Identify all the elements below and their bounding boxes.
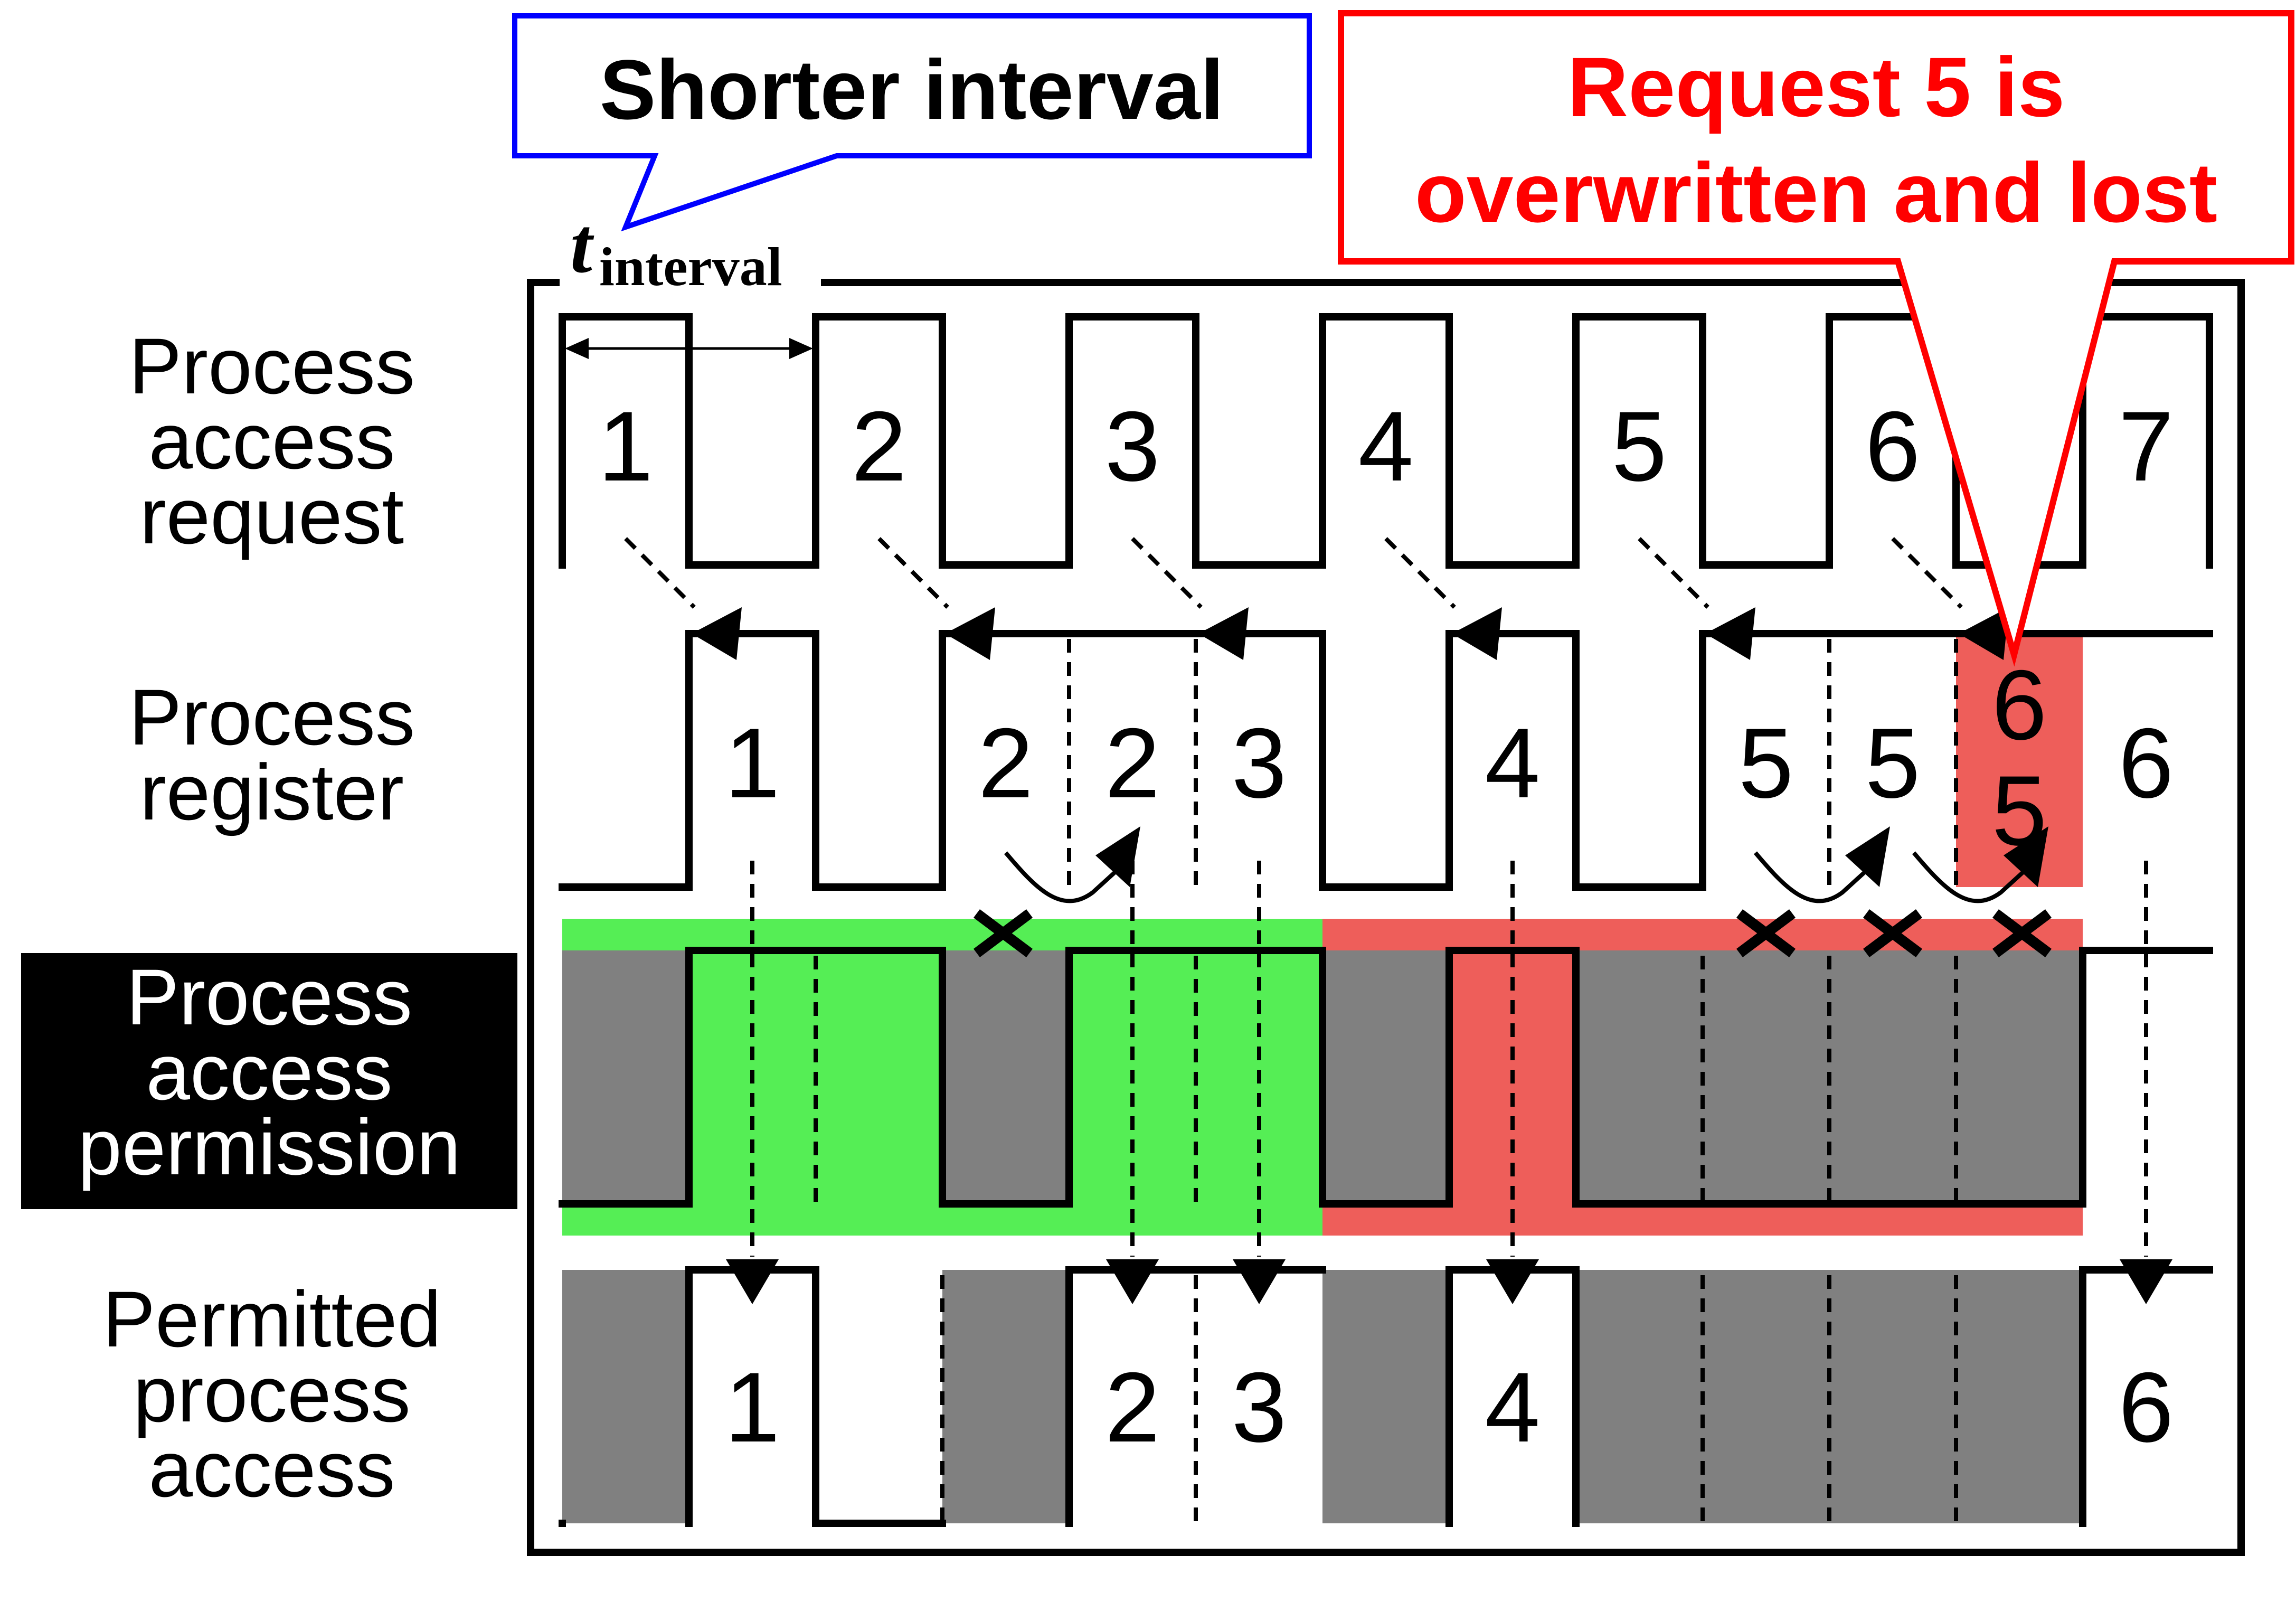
request-number: 4	[1358, 391, 1414, 502]
text-line: register	[140, 748, 404, 836]
register-number: 2	[1105, 708, 1160, 818]
request-number: 2	[852, 391, 907, 502]
register-red-highlight	[1956, 634, 2083, 887]
register-arrowheads	[692, 607, 2009, 660]
text-line: Process	[129, 673, 415, 761]
request-number: 7	[2119, 391, 2174, 502]
shorter-interval-text: Shorter interval	[600, 42, 1224, 137]
text-line: process	[133, 1350, 410, 1438]
permitted-numbers: 1 2 3 4 6	[725, 1352, 2174, 1463]
register-number: 2	[978, 708, 1034, 818]
register-number: 6	[2119, 708, 2174, 818]
register-number: 6	[1992, 649, 2047, 760]
interval-marker: t interval	[565, 202, 813, 359]
permitted-number: 4	[1485, 1352, 1541, 1463]
text-line: Process	[129, 322, 415, 410]
permission-label-bg	[21, 953, 517, 1209]
register-number: 5	[1865, 708, 1921, 818]
text-line: access	[149, 397, 395, 485]
permitted-number: 3	[1232, 1352, 1287, 1463]
lost-request-text: Request 5 is overwritten and lost	[1415, 40, 2217, 240]
text-line: Process	[126, 953, 412, 1041]
text-line: Request 5 is	[1567, 40, 2065, 134]
request-numbers: 1 2 3 4 5 6 7	[598, 391, 2174, 502]
text-line: access	[146, 1028, 393, 1116]
request-number: 5	[1612, 391, 1667, 502]
register-to-permitted-links	[750, 861, 2148, 1257]
text-line: request	[140, 472, 404, 560]
shift-arrows	[1004, 826, 2048, 903]
text-line: access	[149, 1425, 395, 1513]
permitted-gray-regions	[562, 1270, 2083, 1523]
text-line: permission	[78, 1102, 460, 1191]
permission-waveform	[559, 947, 2213, 1208]
register-numbers: 1 2 2 3 4 5 5 6 5 6	[725, 649, 2174, 866]
permission-gray-regions	[562, 950, 2083, 1204]
interval-subscript: interval	[599, 237, 782, 297]
blocked-x-marks	[974, 909, 2052, 957]
register-number: 3	[1232, 708, 1287, 818]
register-waveform	[559, 630, 2213, 891]
permitted-arrowheads	[726, 1259, 2172, 1304]
shorter-interval-callout: Shorter interval	[512, 13, 1312, 232]
request-number: 1	[598, 391, 654, 502]
permitted-number: 6	[2119, 1352, 2174, 1463]
register-number: 5	[1738, 708, 1794, 818]
permission-slot-lines	[814, 956, 1958, 1204]
permitted-number: 2	[1105, 1352, 1160, 1463]
request-number: 6	[1865, 391, 1921, 502]
lost-request-callout: Request 5 is overwritten and lost	[1338, 10, 2294, 667]
register-number: 5	[1992, 755, 2047, 866]
text-line: overwritten and lost	[1415, 145, 2217, 240]
register-number: 4	[1485, 708, 1541, 818]
request-to-register-links	[624, 537, 1963, 609]
register-slot-lines	[1067, 639, 1958, 887]
permitted-number: 1	[725, 1352, 780, 1463]
request-number: 3	[1105, 391, 1160, 502]
text-line: Permitted	[102, 1275, 441, 1363]
permitted-slot-lines	[940, 1275, 1958, 1523]
register-number: 1	[725, 708, 780, 818]
interval-t-label: t	[570, 202, 594, 289]
